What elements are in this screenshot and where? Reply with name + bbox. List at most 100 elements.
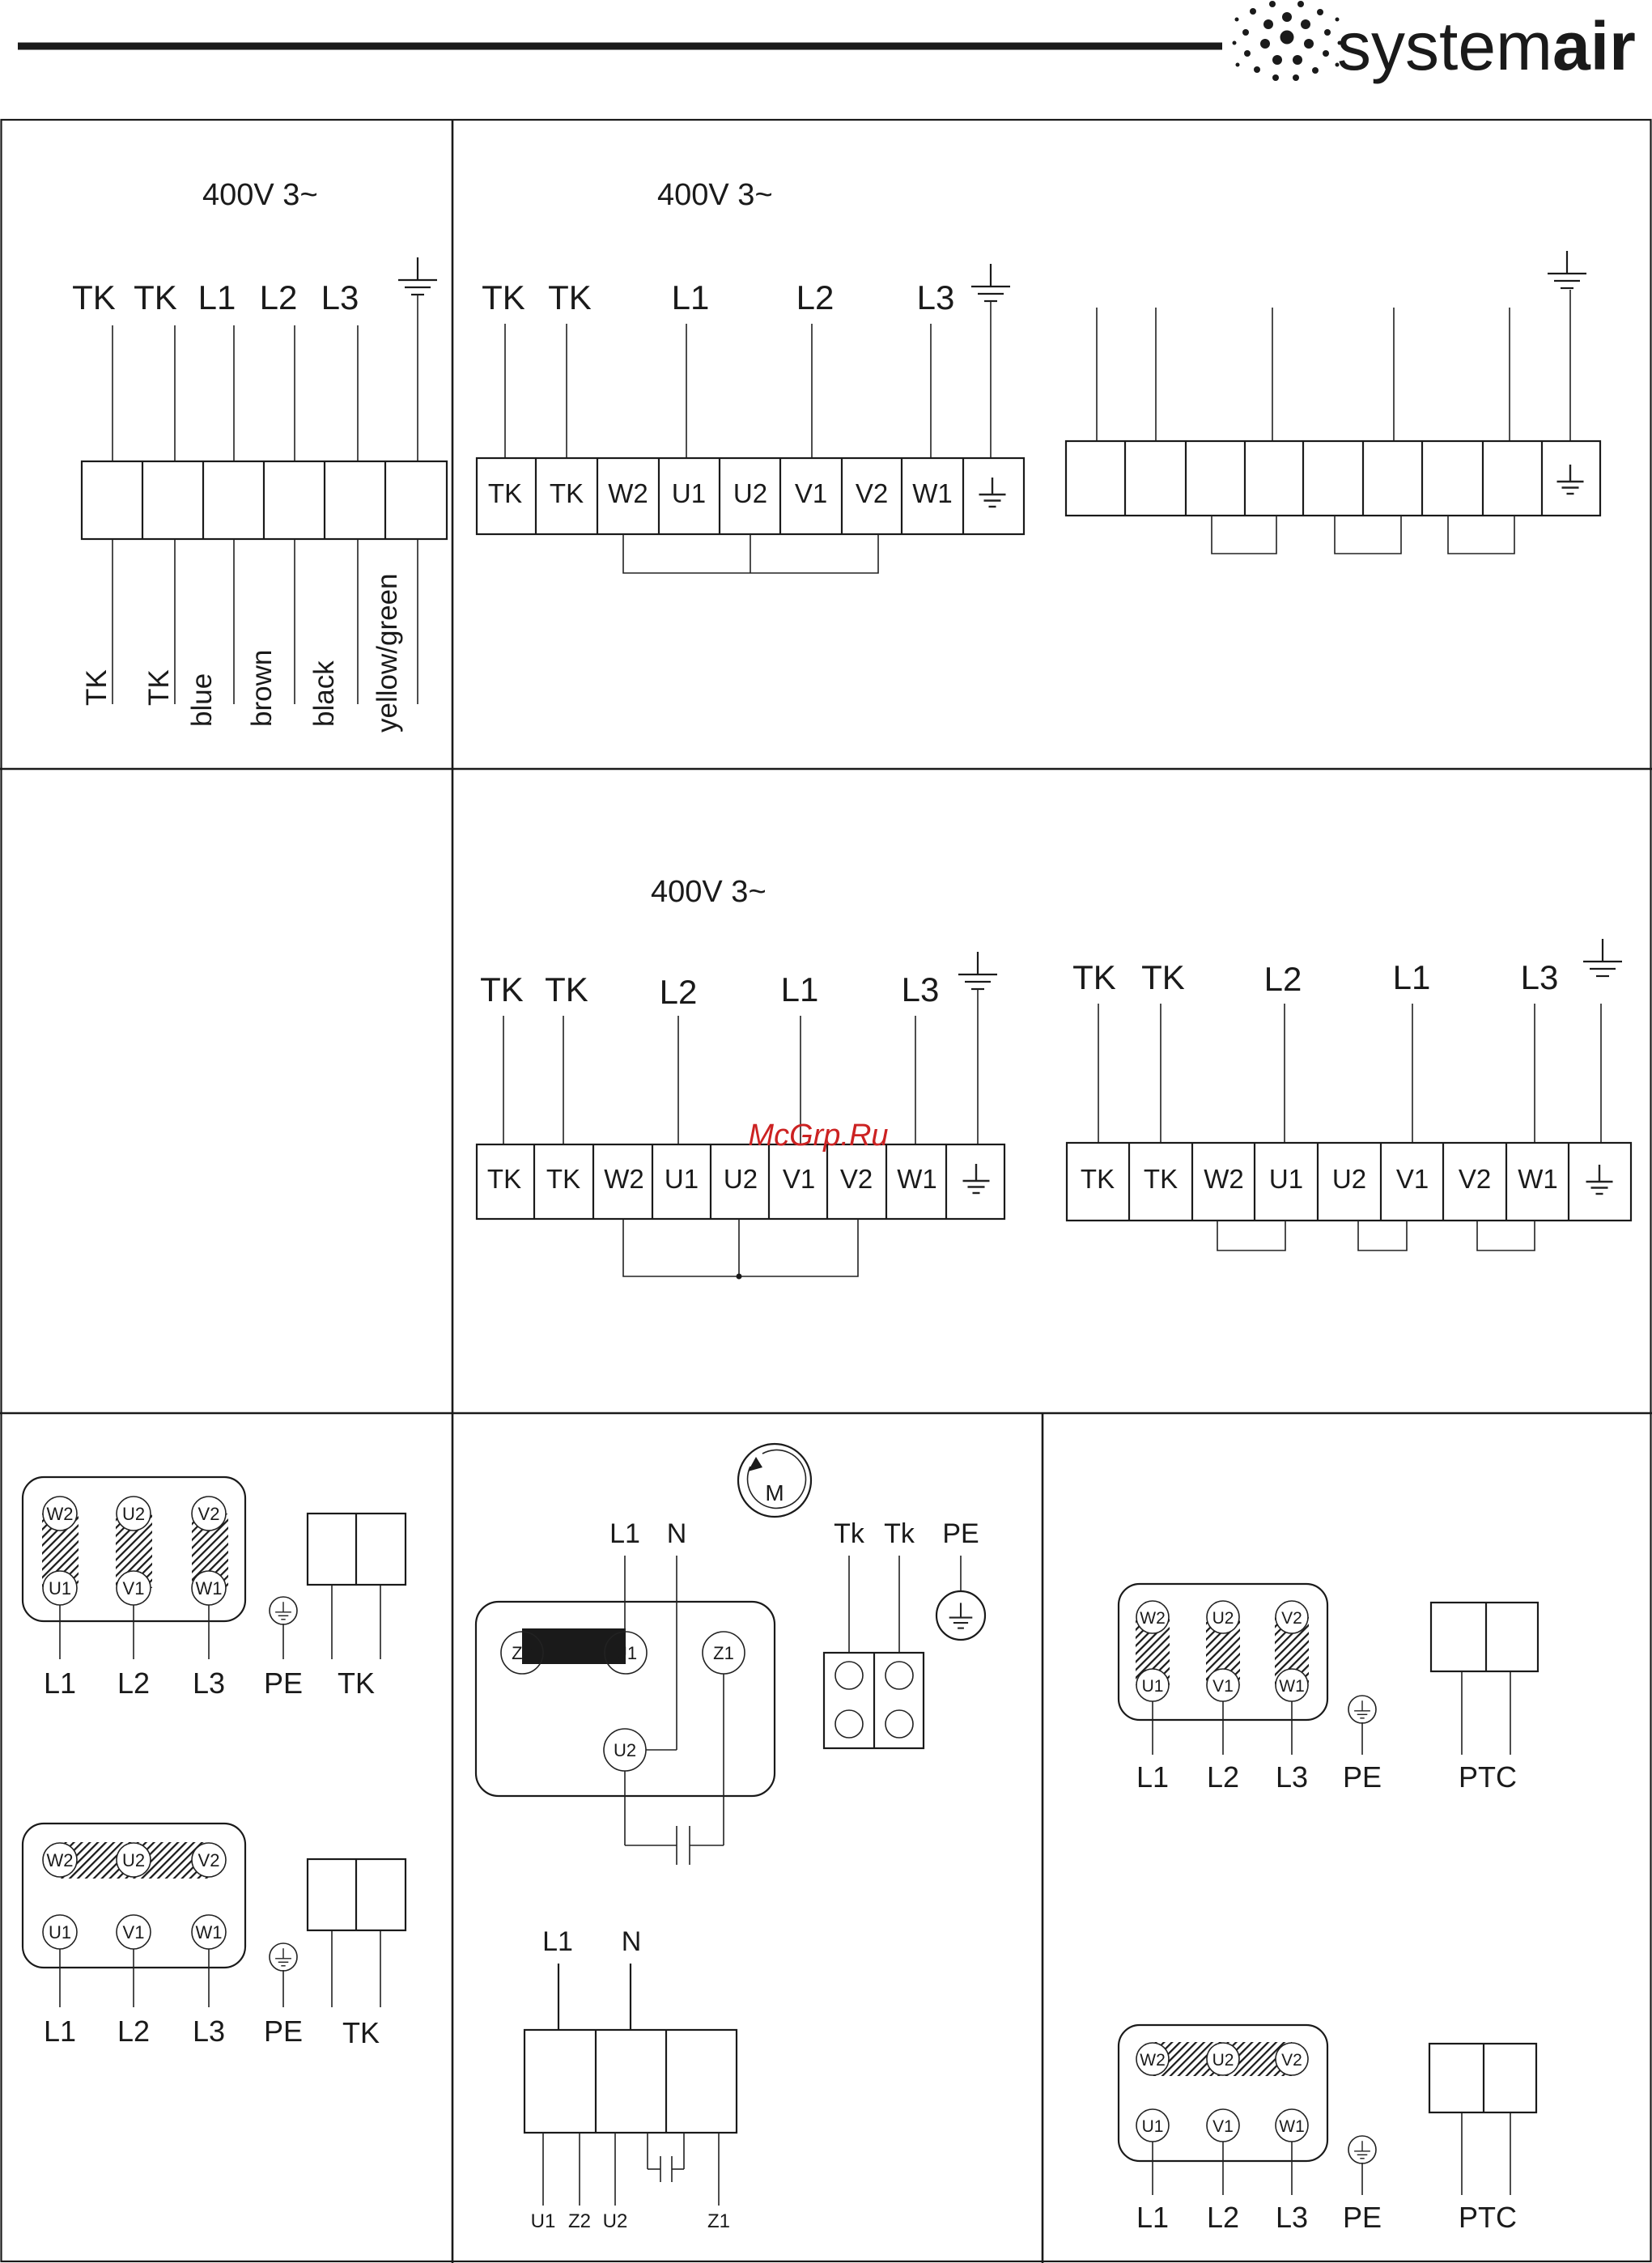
svg-text:U2: U2 [1332, 1164, 1366, 1194]
svg-text:N: N [667, 1518, 687, 1549]
svg-text:L1: L1 [542, 1926, 573, 1957]
svg-text:TK: TK [548, 278, 592, 316]
panel-3-star-connection [1064, 249, 1602, 554]
svg-text:L1: L1 [1136, 1760, 1169, 1794]
panel-1-terminal-block: 400V 3~ TK TK L1 L2 L3 TK [72, 178, 448, 733]
svg-text:V1: V1 [123, 1922, 145, 1942]
panel-7-single-phase: M L1 N Tk Tk PE Z2 U1 U2 Z1 [474, 1442, 987, 2232]
svg-text:TK: TK [482, 278, 525, 316]
motor-icon [737, 1442, 813, 1518]
svg-text:TK: TK [487, 1164, 521, 1194]
panel-grid [0, 118, 1652, 2263]
svg-text:TK: TK [1141, 958, 1185, 996]
panel-4-delta-connection: 400V 3~ TK TK L2 L1 L3 TK TK W2 U1 [475, 875, 1006, 1280]
svg-text:U2: U2 [603, 2210, 628, 2232]
svg-text:V2: V2 [198, 1504, 220, 1524]
top-labels: TK TK L1 L2 L3 [72, 278, 359, 316]
svg-text:U1: U1 [672, 478, 706, 508]
svg-text:U2: U2 [122, 1504, 145, 1524]
svg-text:L3: L3 [917, 278, 955, 316]
svg-text:L2: L2 [660, 973, 698, 1011]
svg-text:U1: U1 [49, 1922, 71, 1942]
svg-text:L1: L1 [781, 970, 819, 1008]
svg-text:Z2: Z2 [512, 1643, 533, 1663]
svg-text:PE: PE [1343, 1760, 1382, 1794]
svg-text:V2: V2 [1281, 2051, 1302, 2070]
ground-icon [1353, 2140, 1371, 2159]
svg-text:L3: L3 [1276, 2201, 1308, 2234]
svg-text:TK: TK [1144, 1164, 1178, 1194]
svg-text:L1: L1 [44, 2015, 76, 2048]
svg-text:V2: V2 [198, 1850, 220, 1870]
svg-text:TK: TK [342, 2016, 380, 2049]
svg-text:TK: TK [338, 1666, 375, 1700]
svg-text:TK: TK [480, 970, 524, 1008]
systemair-logo-icon [1232, 1, 1342, 81]
svg-text:L2: L2 [1264, 960, 1302, 998]
svg-text:L2: L2 [117, 1666, 150, 1700]
ground-icon [970, 262, 1012, 303]
svg-text:L1: L1 [672, 278, 710, 316]
svg-text:U2: U2 [733, 478, 767, 508]
svg-text:V1: V1 [795, 478, 827, 508]
svg-text:V2: V2 [856, 478, 888, 508]
ground-icon [948, 1602, 974, 1629]
svg-text:L1: L1 [44, 1666, 76, 1700]
ground-icon [274, 1947, 292, 1967]
watermark: McGrp.Ru [748, 1119, 888, 1153]
svg-text:V1: V1 [1212, 2117, 1234, 2136]
svg-text:PTC: PTC [1459, 2201, 1517, 2234]
ground-icon [957, 950, 999, 991]
svg-text:W2: W2 [47, 1504, 74, 1524]
svg-text:L2: L2 [1207, 2201, 1239, 2234]
svg-text:L1: L1 [198, 278, 236, 316]
svg-text:L3: L3 [1276, 1760, 1308, 1794]
svg-text:W1: W1 [196, 1578, 223, 1599]
voltage-label: 400V 3~ [651, 875, 767, 909]
svg-text:Tk: Tk [834, 1518, 865, 1549]
svg-text:W2: W2 [1204, 1164, 1244, 1194]
svg-text:brown: brown [246, 650, 278, 727]
svg-text:W2: W2 [47, 1850, 74, 1870]
svg-text:L2: L2 [260, 278, 298, 316]
svg-text:W2: W2 [1140, 2051, 1166, 2070]
ground-icon [397, 256, 439, 296]
svg-text:PE: PE [942, 1518, 979, 1549]
svg-text:TK: TK [81, 669, 113, 706]
svg-text:V1: V1 [783, 1164, 815, 1194]
svg-text:U1: U1 [49, 1578, 71, 1599]
svg-text:TK: TK [1081, 1164, 1115, 1194]
svg-text:L2: L2 [796, 278, 834, 316]
svg-text:U1: U1 [665, 1164, 699, 1194]
header: systemair [18, 1, 1636, 84]
svg-text:V2: V2 [1281, 1609, 1302, 1628]
svg-text:PE: PE [264, 1666, 303, 1700]
ground-icon [1353, 1700, 1371, 1719]
svg-text:U2: U2 [1212, 1609, 1234, 1628]
svg-text:L3: L3 [193, 1666, 225, 1700]
svg-text:L2: L2 [1207, 1760, 1239, 1794]
svg-text:L3: L3 [193, 2015, 225, 2048]
svg-text:U2: U2 [724, 1164, 758, 1194]
voltage-label: 400V 3~ [657, 178, 773, 212]
svg-text:N: N [622, 1926, 642, 1957]
ground-icon [1546, 249, 1588, 290]
svg-text:L3: L3 [1521, 958, 1559, 996]
ground-icon [1582, 937, 1624, 978]
svg-text:TK: TK [143, 669, 175, 706]
svg-text:TK: TK [546, 1164, 580, 1194]
svg-text:U1: U1 [1269, 1164, 1303, 1194]
svg-text:M: M [765, 1480, 784, 1505]
svg-text:U1: U1 [531, 2210, 556, 2232]
svg-text:U1: U1 [1142, 2117, 1164, 2136]
svg-text:W1: W1 [912, 478, 953, 508]
svg-text:W2: W2 [604, 1164, 644, 1194]
wire-colour-labels: TK TK blue brown black yellow/green [81, 574, 403, 733]
svg-text:TK: TK [550, 478, 584, 508]
svg-text:TK: TK [72, 278, 116, 316]
svg-text:L2: L2 [117, 2015, 150, 2048]
brand-name: systemair [1337, 8, 1636, 84]
